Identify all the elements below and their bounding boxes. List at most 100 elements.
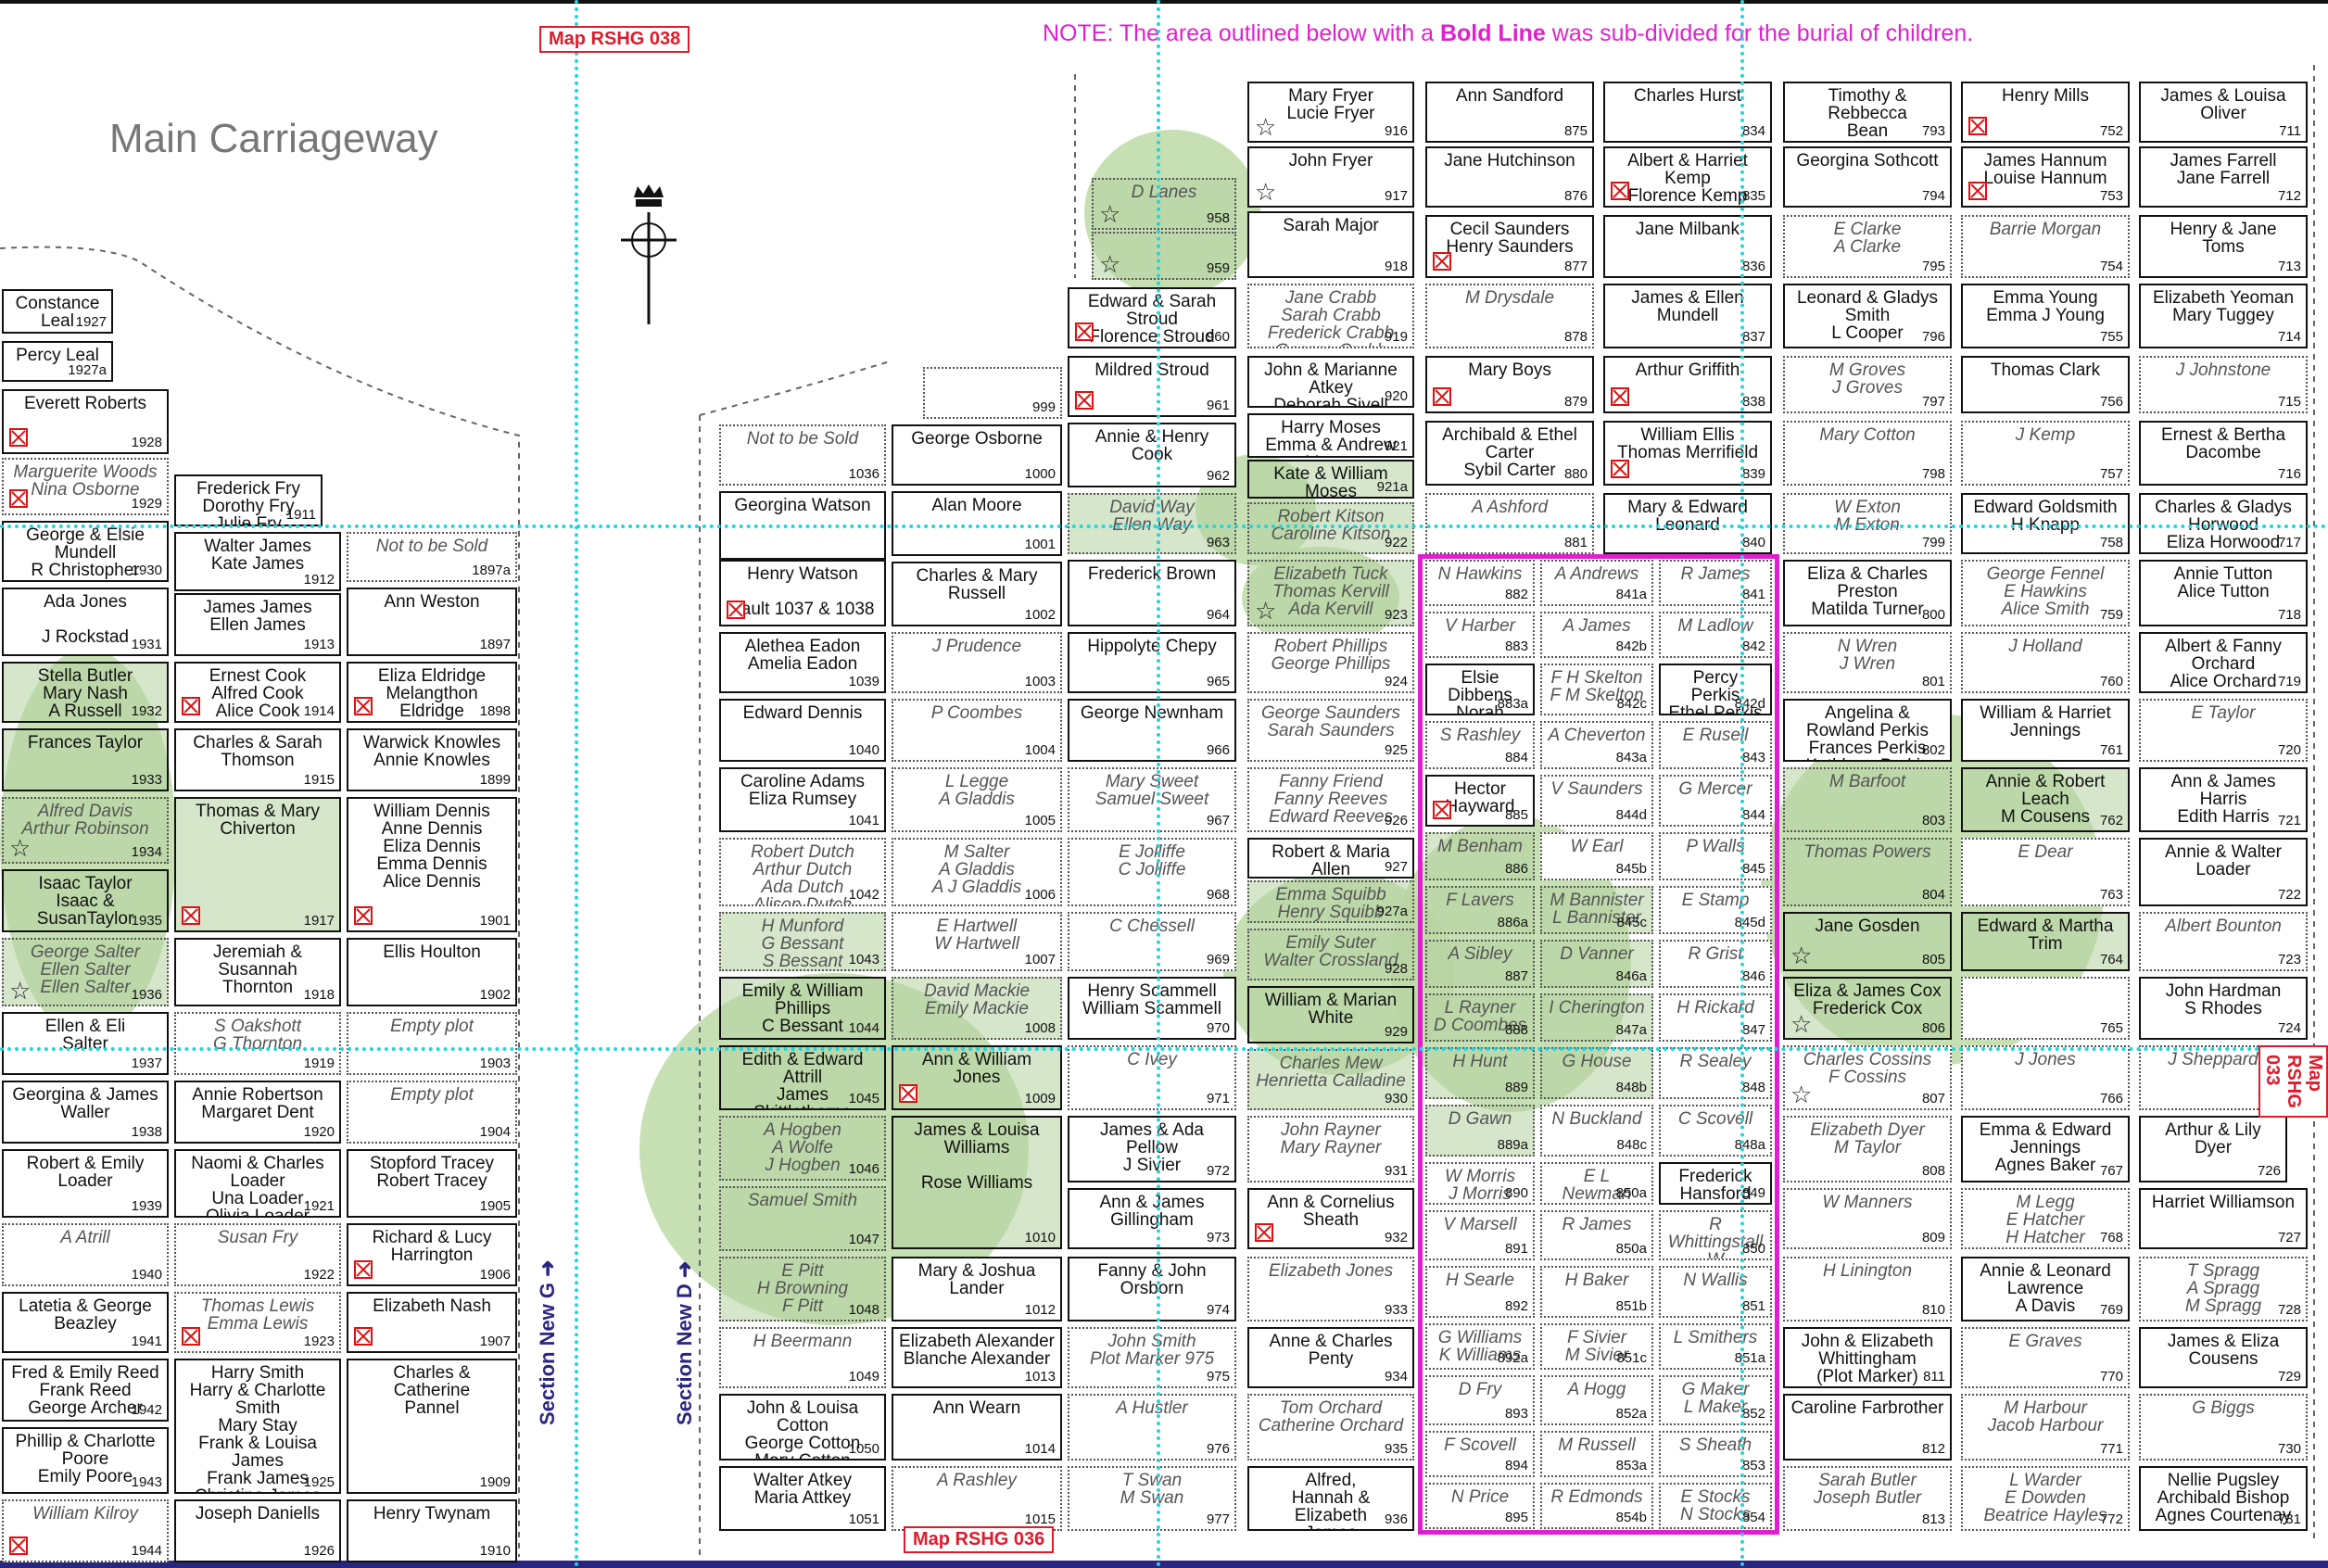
grave-plot[interactable]: 959☆ [1092, 232, 1236, 280]
grave-plot[interactable]: Elizabeth Tuck Thomas Kervill Ada Kervil… [1247, 560, 1414, 626]
grave-plot[interactable]: Angelina & Rowland Perkis Frances Perkis… [1783, 699, 1952, 762]
map-link-bottom[interactable]: Map RSHG 036 [904, 1526, 1055, 1553]
grave-plot[interactable]: Jane Crabb Sarah Crabb Frederick Crabb G… [1247, 284, 1414, 348]
grave-plot[interactable]: Robert Dutch Arthur Dutch Ada Dutch Alis… [719, 838, 886, 906]
